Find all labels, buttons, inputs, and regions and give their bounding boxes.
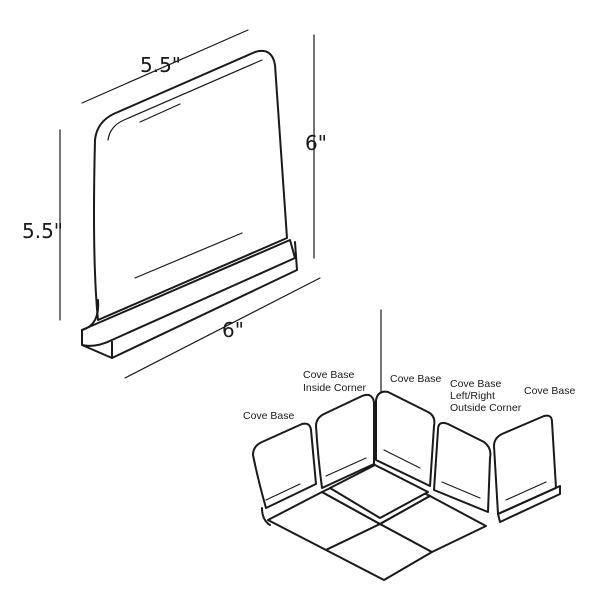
cove-base-right-piece: [493, 414, 557, 515]
label-cove-base-center: Cove Base: [390, 373, 442, 385]
cove-right-highlight: [505, 481, 547, 501]
dim-bottom-line: [124, 277, 321, 379]
tile-cove-curve: [81, 299, 100, 331]
cove-base-left-piece: [252, 422, 317, 509]
label-outside-corner-2: Left/Right: [450, 390, 495, 402]
dim-right-label: 6": [305, 131, 327, 155]
outside-corner-highlight: [441, 481, 481, 499]
label-cove-base-right: Cove Base: [524, 385, 576, 397]
inside-corner-highlight: [325, 457, 367, 477]
tile-foot-edge: [81, 329, 113, 359]
label-outside-corner-3: Outside Corner: [450, 402, 522, 414]
label-outside-corner-1: Cove Base: [450, 378, 502, 390]
dim-top-label: 5.5": [140, 53, 181, 77]
dim-top-line: [81, 29, 249, 104]
tile-foot-front: [111, 241, 298, 359]
assembly-diagram: [252, 309, 561, 581]
center-highlight: [383, 449, 421, 469]
cove-right-foot: [497, 485, 561, 523]
floor-tile-back: [329, 464, 429, 519]
floor-tile-right: [379, 495, 487, 553]
cove-left-highlight: [265, 483, 301, 501]
dim-bottom-label: 6": [222, 318, 244, 342]
tile-face: [93, 49, 288, 321]
label-inside-corner-1: Cove Base: [303, 369, 355, 381]
tile-inner-edge: [107, 59, 263, 141]
tile-highlight-top: [139, 103, 181, 123]
label-cove-base-left: Cove Base: [243, 410, 295, 422]
dimension-lines: [59, 29, 321, 379]
label-inside-corner-2: Inside Corner: [303, 382, 367, 394]
cove-base-tile: [81, 49, 298, 359]
tile-highlight-bottom: [134, 232, 243, 279]
cove-base-center-piece: [375, 390, 436, 487]
dim-left-label: 5.5": [22, 219, 63, 243]
outside-corner-piece: [433, 421, 492, 513]
inside-corner-piece: [315, 393, 375, 489]
cove-left-curve: [261, 507, 271, 526]
